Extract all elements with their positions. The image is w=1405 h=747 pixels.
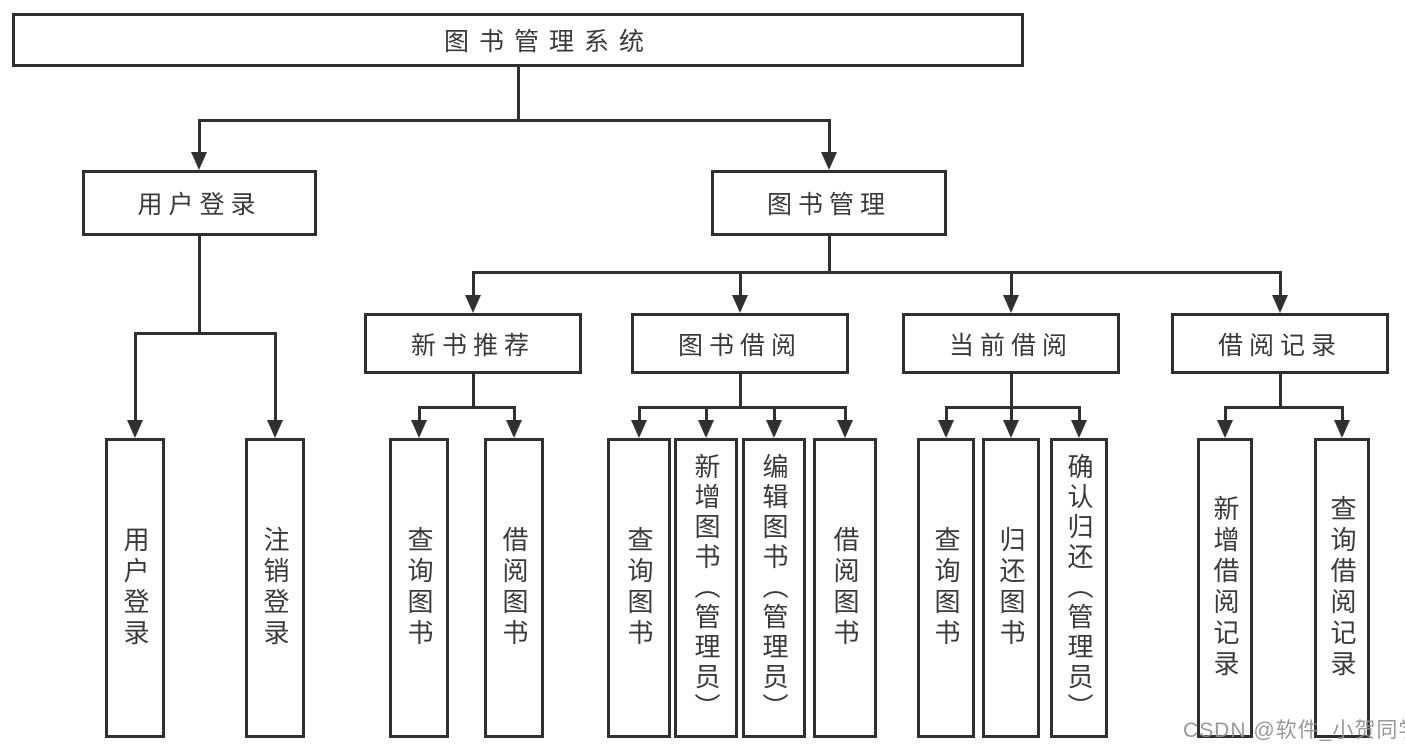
leaf-borrow-books-recommend-label: 借阅图书: [499, 526, 529, 650]
node-user-login: 用户登录: [82, 170, 317, 236]
connector-line: [1224, 406, 1227, 422]
leaf-borrow-books: 借阅图书: [813, 438, 877, 738]
leaf-query-borrow-record-label: 查询借阅记录: [1327, 495, 1357, 681]
leaf-query-books-borrow-label: 查询图书: [624, 526, 654, 650]
leaf-add-books-admin-label: 新增图书（管理员）: [691, 453, 721, 723]
arrow-down-icon: [631, 420, 647, 438]
connector-line: [1341, 406, 1344, 422]
node-user-login-label: 用户登录: [137, 191, 262, 219]
connector-line: [945, 406, 948, 422]
leaf-query-books-recommend-label: 查询图书: [404, 526, 434, 650]
connector-line: [638, 406, 847, 409]
connector-line: [418, 406, 421, 422]
node-book-borrow-label: 图书借阅: [677, 331, 802, 360]
leaf-query-books-recommend: 查询图书: [389, 438, 449, 738]
connector-line: [945, 406, 1081, 409]
leaf-return-books-label: 归还图书: [996, 526, 1026, 650]
arrow-down-icon: [1217, 420, 1233, 438]
node-current-borrow: 当前借阅: [902, 313, 1120, 374]
leaf-query-books-current-label: 查询图书: [931, 526, 961, 650]
leaf-add-borrow-record: 新增借阅记录: [1197, 438, 1253, 738]
connector-line: [198, 119, 830, 122]
connector-line: [418, 406, 516, 409]
connector-line: [134, 332, 137, 422]
connector-line: [517, 67, 520, 121]
connector-line: [705, 406, 708, 422]
connector-line: [1010, 406, 1013, 422]
leaf-logout-label: 注销登录: [260, 526, 290, 650]
leaf-user-login-label: 用户登录: [120, 526, 150, 650]
connector-line: [828, 236, 831, 273]
leaf-query-books-current: 查询图书: [917, 438, 975, 738]
connector-line: [472, 374, 475, 409]
connector-line: [472, 271, 475, 297]
leaf-borrow-books-label: 借阅图书: [830, 526, 860, 650]
arrow-down-icon: [465, 295, 481, 313]
leaf-add-borrow-record-label: 新增借阅记录: [1210, 495, 1240, 681]
connector-line: [1224, 406, 1344, 409]
connector-line: [773, 406, 776, 422]
leaf-query-books-borrow: 查询图书: [607, 438, 671, 738]
node-root: 图书管理系统: [12, 13, 1024, 67]
connector-line: [638, 406, 641, 422]
connector-line: [1010, 271, 1013, 297]
connector-line: [513, 406, 516, 422]
csdn-watermark: CSDN @软件_小贺同学: [1183, 719, 1405, 742]
connector-line: [739, 374, 742, 409]
connector-line: [274, 332, 277, 422]
arrow-down-icon: [732, 295, 748, 313]
connector-line: [828, 119, 831, 155]
connector-line: [1279, 374, 1282, 409]
arrow-down-icon: [821, 152, 837, 170]
node-book-borrow: 图书借阅: [631, 313, 849, 374]
leaf-logout: 注销登录: [245, 438, 305, 738]
arrow-down-icon: [267, 420, 283, 438]
arrow-down-icon: [191, 152, 207, 170]
leaf-confirm-return-admin: 确认归还（管理员）: [1050, 438, 1108, 738]
connector-line: [198, 236, 201, 334]
arrow-down-icon: [411, 420, 427, 438]
connector-line: [198, 119, 201, 155]
arrow-down-icon: [127, 420, 143, 438]
connector-line: [134, 332, 276, 335]
leaf-user-login: 用户登录: [105, 438, 165, 738]
arrow-down-icon: [1071, 420, 1087, 438]
arrow-down-icon: [506, 420, 522, 438]
leaf-return-books: 归还图书: [982, 438, 1040, 738]
leaf-edit-books-admin-label: 编辑图书（管理员）: [759, 453, 789, 723]
arrow-down-icon: [1003, 420, 1019, 438]
leaf-edit-books-admin: 编辑图书（管理员）: [742, 438, 806, 738]
node-root-label: 图书管理系统: [443, 28, 654, 56]
node-new-book-recommend: 新书推荐: [364, 313, 582, 374]
arrow-down-icon: [1003, 295, 1019, 313]
arrow-down-icon: [766, 420, 782, 438]
node-book-management: 图书管理: [711, 170, 947, 236]
arrow-down-icon: [1272, 295, 1288, 313]
leaf-query-borrow-record: 查询借阅记录: [1314, 438, 1370, 738]
arrow-down-icon: [938, 420, 954, 438]
node-current-borrow-label: 当前借阅: [948, 331, 1073, 360]
node-book-management-label: 图书管理: [766, 191, 891, 219]
leaf-add-books-admin: 新增图书（管理员）: [674, 438, 738, 738]
connector-line: [739, 271, 742, 297]
connector-line: [1078, 406, 1081, 422]
connector-line: [1010, 374, 1013, 409]
node-borrow-records: 借阅记录: [1171, 313, 1389, 374]
connector-line: [844, 406, 847, 422]
connector-line: [472, 271, 1282, 274]
connector-line: [1279, 271, 1282, 297]
arrow-down-icon: [1334, 420, 1350, 438]
leaf-confirm-return-admin-label: 确认归还（管理员）: [1064, 453, 1094, 723]
arrow-down-icon: [698, 420, 714, 438]
arrow-down-icon: [837, 420, 853, 438]
node-borrow-records-label: 借阅记录: [1217, 331, 1342, 360]
node-new-book-recommend-label: 新书推荐: [410, 331, 535, 360]
leaf-borrow-books-recommend: 借阅图书: [484, 438, 544, 738]
